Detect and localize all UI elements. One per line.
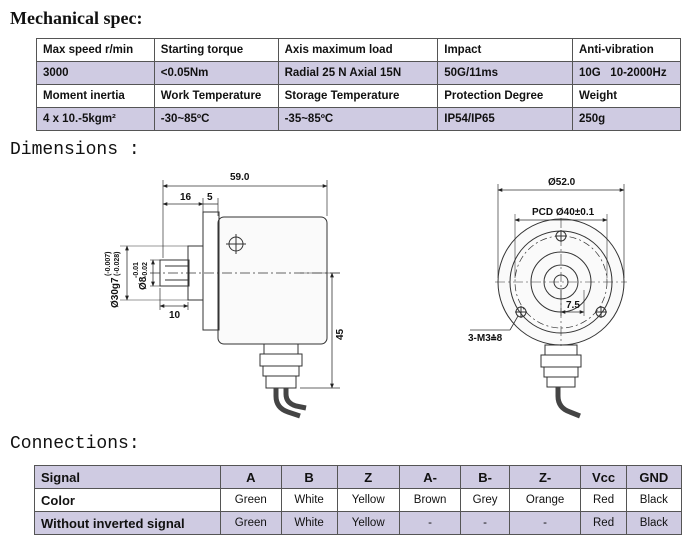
connections-heading: Connections: (10, 434, 140, 454)
dim-d8-tol-upper: -0.01 (133, 262, 140, 278)
conn-cell: Z- (508, 465, 582, 489)
connections-color-row: Color Green White Yellow Brown Grey Oran… (34, 488, 683, 512)
conn-cell: Z (336, 465, 400, 489)
connections-header-row: Signal A B Z A- B- Z- Vcc GND (34, 465, 683, 489)
spec-cell: 50G/11ms (437, 61, 573, 85)
cable-gland (263, 343, 299, 355)
dimensions-drawing: 59.0 16 5 10 45 Ø30g7 (-0.007) (-0.028) … (105, 172, 627, 419)
conn-cell: Red (580, 511, 627, 535)
conn-cell: Green (220, 488, 282, 512)
spec-cell: Weight (571, 84, 682, 108)
conn-cell: Without inverted signal (34, 511, 221, 535)
conn-cell: White (280, 488, 338, 512)
mechanical-spec-heading: Mechanical spec: (10, 8, 143, 28)
conn-cell: Orange (508, 488, 582, 512)
dim-d30: Ø30g7 (110, 277, 121, 308)
conn-cell: Vcc (580, 465, 627, 489)
spec-cell: <0.05Nm (153, 61, 279, 85)
spec-cell: Max speed r/min (36, 38, 155, 62)
dimensions-heading: Dimensions : (10, 140, 140, 160)
dim-d30-tol-upper: (-0.007) (105, 251, 112, 276)
conn-cell: B- (460, 465, 510, 489)
dim-7-5: 7.5 (566, 300, 580, 311)
conn-cell: GND (625, 465, 683, 489)
spec-cell: Impact (437, 38, 573, 62)
conn-cell: B (280, 465, 338, 489)
connections-without-inverted-row: Without inverted signal Green White Yell… (34, 511, 683, 535)
conn-cell: Brown (398, 488, 462, 512)
spec-cell: Anti-vibration (571, 38, 682, 62)
side-view (120, 180, 340, 419)
spec-cell: Starting torque (153, 38, 279, 62)
conn-cell: - (460, 511, 510, 535)
conn-cell: Yellow (336, 488, 400, 512)
spec-cell: 3000 (36, 61, 155, 85)
spec-cell: -35~85ºC (277, 107, 439, 131)
spec-cell: -30~85ºC (153, 107, 279, 131)
spec-row-values-2: 4 x 10.-5kgm² -30~85ºC -35~85ºC IP54/IP6… (36, 107, 682, 131)
spec-cell: Moment inertia (36, 84, 155, 108)
encoder-body (217, 216, 328, 345)
dim-45: 45 (335, 328, 346, 340)
spec-row-values-1: 3000 <0.05Nm Radial 25 N Axial 15N 50G/1… (36, 61, 682, 85)
conn-cell: Yellow (336, 511, 400, 535)
conn-cell: Green (220, 511, 282, 535)
conn-cell: Signal (34, 465, 221, 489)
dim-d30-tol-lower: (-0.028) (114, 251, 121, 276)
dim-mounting-holes: 3-M3⩮8 (468, 333, 503, 344)
conn-cell: - (508, 511, 582, 535)
conn-cell: A (220, 465, 282, 489)
dim-16: 16 (180, 192, 192, 203)
connections-table: Signal A B Z A- B- Z- Vcc GND Color Gree… (34, 465, 683, 535)
dim-d8: Ø8 (138, 276, 149, 290)
conn-cell: - (398, 511, 462, 535)
spec-cell: Axis maximum load (277, 38, 439, 62)
dim-10: 10 (169, 310, 181, 321)
spec-row-header-2: Moment inertia Work Temperature Storage … (36, 84, 682, 108)
front-view (470, 184, 627, 419)
encoder-flange (202, 211, 220, 331)
spec-cell: 4 x 10.-5kgm² (36, 107, 155, 131)
mounting-holes (515, 230, 607, 318)
conn-cell: Black (625, 488, 683, 512)
spec-cell: Protection Degree (437, 84, 573, 108)
dim-total-length: 59.0 (230, 172, 250, 183)
spec-row-header-1: Max speed r/min Starting torque Axis max… (36, 38, 682, 62)
dim-d8-tol-lower: -0.02 (142, 262, 149, 278)
conn-cell: Red (580, 488, 627, 512)
conn-cell: Black (625, 511, 683, 535)
spec-cell: Radial 25 N Axial 15N (277, 61, 439, 85)
conn-cell: A- (398, 465, 462, 489)
dim-pcd: PCD Ø40±0.1 (532, 207, 595, 218)
conn-cell: Color (34, 488, 221, 512)
conn-cell: White (280, 511, 338, 535)
spec-cell: Storage Temperature (277, 84, 439, 108)
mechanical-spec-table: Max speed r/min Starting torque Axis max… (36, 38, 682, 131)
dim-5: 5 (207, 192, 213, 203)
spec-cell: 250g (571, 107, 682, 131)
front-cable-gland (544, 344, 578, 356)
conn-cell: Grey (460, 488, 510, 512)
spec-cell: 10G 10-2000Hz (571, 61, 682, 85)
dim-d52: Ø52.0 (548, 177, 576, 188)
spec-cell: Work Temperature (153, 84, 279, 108)
spec-cell: IP54/IP65 (437, 107, 573, 131)
